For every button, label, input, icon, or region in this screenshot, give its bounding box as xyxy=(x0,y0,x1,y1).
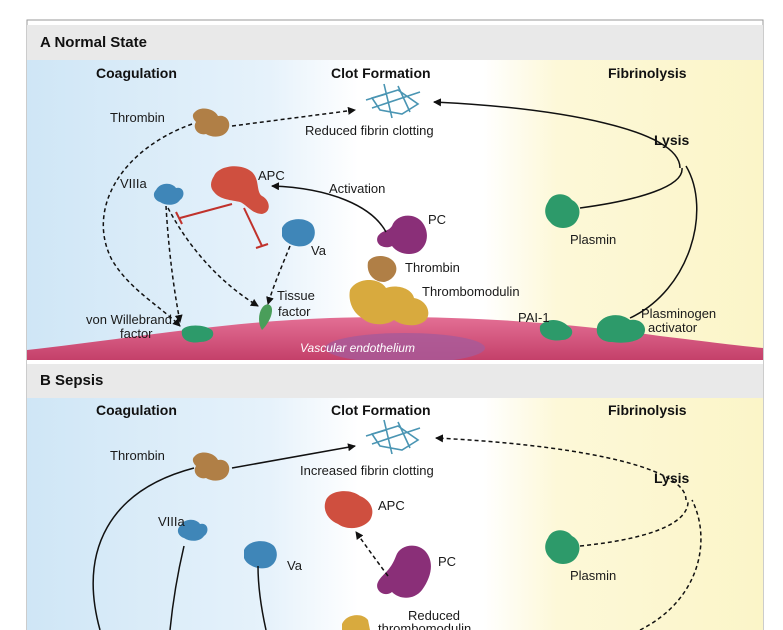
panel-divider xyxy=(27,360,763,364)
va-molecule xyxy=(282,219,315,247)
tissue-factor-label-2: factor xyxy=(278,304,311,319)
va-molecule-b xyxy=(244,541,277,569)
arrow-va-down-b xyxy=(257,565,267,630)
apc-label-b: APC xyxy=(378,498,405,513)
va-label: Va xyxy=(311,243,327,258)
plasmin-label: Plasmin xyxy=(570,232,616,247)
plasminogen-label-1: Plasminogen xyxy=(641,306,716,321)
arrow-thrombin-to-vwf xyxy=(102,123,193,327)
thrombin-molecule-b xyxy=(192,452,230,481)
arrow-viiia-to-tissue-factor xyxy=(167,207,259,307)
plasmin-molecule-b xyxy=(545,530,580,564)
arrow-lysis-from-plasmin-b xyxy=(579,499,689,547)
bound-thrombin-molecule xyxy=(367,256,397,282)
pc-molecule-b xyxy=(377,545,431,598)
fibrin-mesh-icon xyxy=(365,83,421,119)
column-fibrinolysis-b: Fibrinolysis xyxy=(608,402,687,418)
panel-b-arrows xyxy=(92,434,702,630)
column-coagulation-b: Coagulation xyxy=(96,402,177,418)
arrow-lysis-to-fibrin-b xyxy=(435,434,687,501)
lysis-label: Lysis xyxy=(654,132,689,148)
apc-molecule xyxy=(211,166,269,214)
thrombomodulin-molecule-b xyxy=(342,615,370,630)
von-willebrand-label-1: von Willebrand xyxy=(86,312,172,327)
plasmin-label-b: Plasmin xyxy=(570,568,616,583)
arrow-pc-to-apc-activation xyxy=(271,182,387,233)
panel-b-background xyxy=(27,398,763,630)
column-clot-formation-b: Clot Formation xyxy=(331,402,431,418)
von-willebrand-label-2: factor xyxy=(120,326,153,341)
panel-a: A Normal State Coagulation Clot Formatio… xyxy=(27,25,763,363)
arrow-activator-to-lysis xyxy=(629,165,698,319)
arrow-va-to-tissue-factor xyxy=(266,245,291,305)
vascular-endothelium-label: Vascular endothelium xyxy=(300,341,415,355)
viiia-molecule xyxy=(153,183,184,205)
von-willebrand-factor-molecule xyxy=(181,325,214,343)
column-clot-formation: Clot Formation xyxy=(331,65,431,81)
arrow-pc-to-apc-b xyxy=(355,531,389,577)
plasminogen-label-2: activator xyxy=(648,320,698,335)
bound-thrombin-label: Thrombin xyxy=(405,260,460,275)
activation-label: Activation xyxy=(329,181,385,196)
panel-a-header xyxy=(27,25,763,60)
arrow-lysis-from-plasmin xyxy=(579,167,683,209)
arrow-lysis-to-fibrin xyxy=(433,98,681,169)
apc-inhibits-va-bar xyxy=(255,243,269,249)
plasmin-molecule xyxy=(545,194,580,228)
panel-b-header xyxy=(27,364,763,398)
viiia-molecule-b xyxy=(177,519,208,541)
thrombomodulin-molecule xyxy=(349,279,429,326)
fibrin-mesh-icon-b xyxy=(365,419,421,455)
apc-inhibits-viiia xyxy=(179,203,233,219)
va-label-b: Va xyxy=(287,558,303,573)
thrombomodulin-label: Thrombomodulin xyxy=(422,284,520,299)
apc-molecule-b xyxy=(324,491,373,529)
pai-1-molecule xyxy=(539,320,573,341)
tissue-factor-molecule xyxy=(259,304,272,330)
apc-inhibits-va xyxy=(243,207,263,247)
pc-label: PC xyxy=(428,212,446,227)
endothelial-nucleus xyxy=(325,333,485,363)
tissue-factor-label-1: Tissue xyxy=(277,288,315,303)
arrow-thrombin-loop-b xyxy=(92,467,195,630)
panel-b-title: B Sepsis xyxy=(40,372,103,389)
thrombomodulin-label-b: thrombomodulin xyxy=(378,621,471,630)
pai-1-label: PAI-1 xyxy=(518,310,550,325)
pc-molecule xyxy=(377,215,427,254)
fibrin-clotting-label-b: Increased fibrin clotting xyxy=(300,463,434,478)
thrombin-molecule xyxy=(192,108,230,137)
panel-a-arrows xyxy=(102,98,698,327)
arrow-activator-to-lysis-b xyxy=(639,499,702,630)
column-fibrinolysis: Fibrinolysis xyxy=(608,65,687,81)
reduced-label-b: Reduced xyxy=(408,608,460,623)
arrow-thrombin-to-fibrin-b xyxy=(231,443,356,469)
plasminogen-activator-molecule xyxy=(596,315,646,343)
inhibition-lines xyxy=(175,203,269,249)
arrow-viiia-down-b xyxy=(169,545,185,630)
apc-label: APC xyxy=(258,168,285,183)
thrombin-label-b: Thrombin xyxy=(110,448,165,463)
pc-label-b: PC xyxy=(438,554,456,569)
panel-a-title: A Normal State xyxy=(40,34,147,51)
viiia-label: VIIIa xyxy=(120,176,148,191)
lysis-label-b: Lysis xyxy=(654,470,689,486)
viiia-label-b: VIIIa xyxy=(158,514,186,529)
panel-b: B Sepsis Coagulation Clot Formation Fibr… xyxy=(27,364,763,630)
apc-inhibits-viiia-bar xyxy=(175,211,183,225)
thrombin-label: Thrombin xyxy=(110,110,165,125)
column-coagulation: Coagulation xyxy=(96,65,177,81)
fibrin-clotting-label: Reduced fibrin clotting xyxy=(305,123,434,138)
